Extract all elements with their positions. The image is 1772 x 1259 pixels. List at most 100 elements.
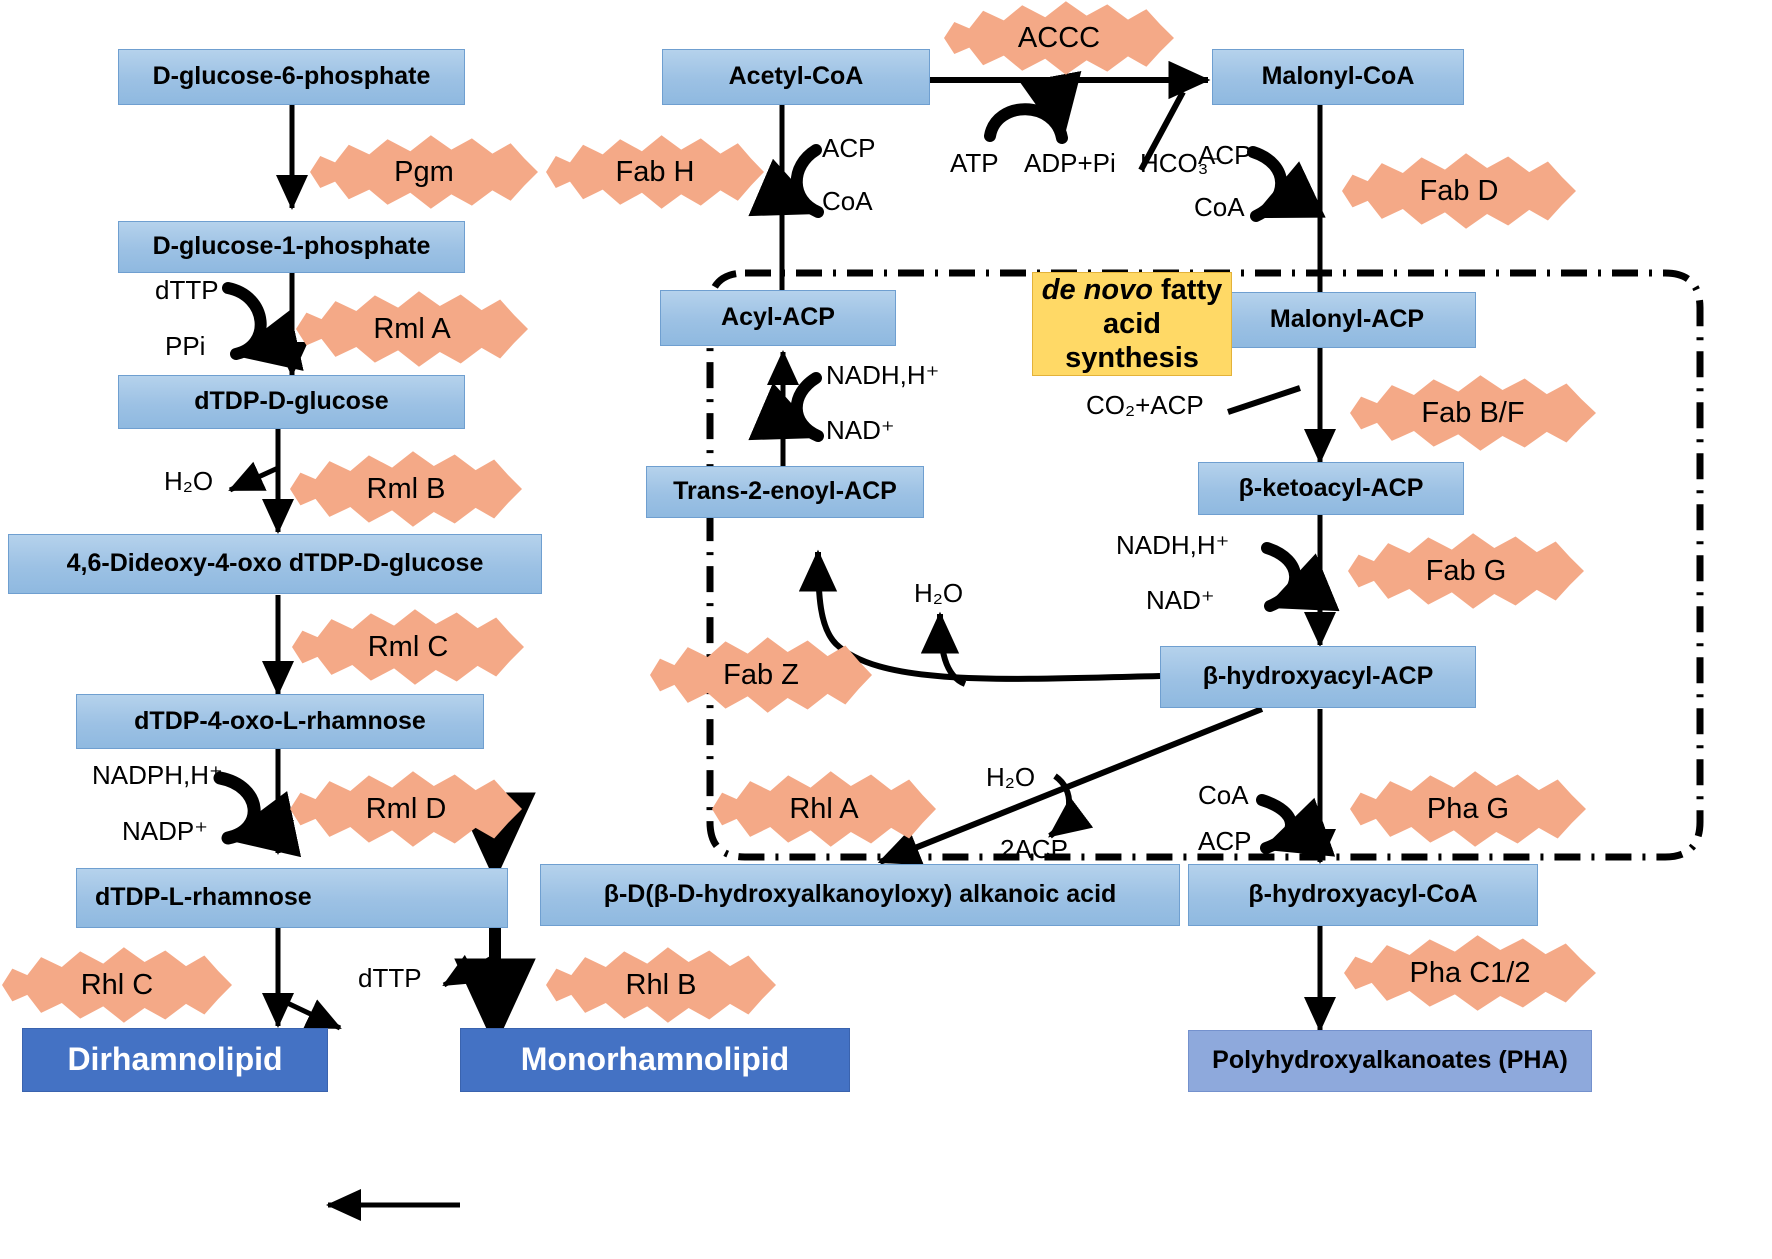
enzyme-label-fab-d: Fab D (1419, 174, 1499, 207)
metabolite-box-beta-hydroxyacyl-coa: β-hydroxyacyl-CoA (1188, 864, 1538, 926)
metabolite-box-beta-hydroxyacyl-acp: β-hydroxyacyl-ACP (1160, 646, 1476, 708)
arrow-release-dttp-rhlb (442, 952, 499, 988)
enzyme-label-fab-h: Fab H (615, 155, 695, 188)
cofactor-label-ppi: PPi (165, 331, 206, 361)
enzyme-label-rml-a: Rml A (373, 312, 451, 345)
cofactor-label-atp: ATP (950, 148, 999, 178)
metabolite-box-g6p: D-glucose-6-phosphate (118, 49, 465, 105)
arrow-rhlc-branch (279, 997, 342, 1031)
metabolite-box-g1p: D-glucose-1-phosphate (118, 221, 465, 273)
metabolite-box-pha: Polyhydroxyalkanoates (PHA) (1188, 1030, 1592, 1092)
cofactor-label-nadh-h-acyl: NADH,H⁺ (826, 360, 940, 390)
metabolite-box-dtdp-4oxo-rhamnose: dTDP-4-oxo-L-rhamnose (76, 694, 484, 749)
cofactor-label-acp-phag: ACP (1198, 826, 1252, 856)
cofactor-label-co2-acp: CO₂+ACP (1086, 390, 1204, 420)
metabolite-label-g1p: D-glucose-1-phosphate (152, 232, 431, 261)
enzyme-burst-pha-c12: Pha C1/2 (1344, 935, 1596, 1011)
metabolite-label-dtdp-d-glucose: dTDP-D-glucose (194, 387, 389, 416)
cofactor-label-adp-pi: ADP+Pi (1024, 148, 1116, 178)
enzyme-burst-fab-d: Fab D (1342, 153, 1576, 229)
enzyme-burst-fab-g: Fab G (1348, 533, 1584, 609)
cofactor-label-h2o-rhla: H₂O (986, 762, 1036, 792)
enzyme-label-rhl-b: Rhl B (625, 968, 697, 1001)
enzyme-label-pgm: Pgm (394, 155, 454, 188)
metabolite-label-pha: Polyhydroxyalkanoates (PHA) (1212, 1046, 1568, 1075)
cofactor-label-nadp-plus: NADP⁺ (122, 816, 208, 846)
cofactor-label-nad-keto: NAD⁺ (1146, 585, 1215, 615)
cofactor-arc-acp-coa-fabh (748, 144, 824, 218)
curve-fabz-to-transenoyl (798, 549, 1161, 682)
metabolite-box-beta-ketoacyl-acp: β-ketoacyl-ACP (1198, 462, 1464, 515)
enzyme-label-accc: ACCC (1017, 21, 1101, 54)
cofactor-label-2acp: 2ACP (1000, 834, 1068, 864)
cofactor-label-h2o-rmlb: H₂O (164, 466, 214, 496)
enzyme-label-rml-d: Rml D (365, 792, 447, 825)
cofactor-arc-nadh-nad-acyl (748, 372, 824, 442)
cofactor-arc-nadph-nadp (213, 771, 302, 858)
enzyme-burst-accc: ACCC (944, 1, 1174, 75)
cofactor-label-coa-phag: CoA (1198, 780, 1249, 810)
enzyme-burst-rml-d: Rml D (290, 771, 522, 847)
metabolite-label-dtdp-l-rhamnose: dTDP-L-rhamnose (95, 883, 312, 912)
enzyme-burst-fab-z: Fab Z (650, 637, 872, 713)
metabolite-label-beta-hydroxyacyl-acp: β-hydroxyacyl-ACP (1202, 662, 1434, 691)
metabolite-label-trans-2-enoyl-acp: Trans-2-enoyl-ACP (673, 477, 897, 506)
enzyme-burst-rml-a: Rml A (296, 291, 528, 367)
metabolite-box-dideoxy: 4,6-Dideoxy-4-oxo dTDP-D-glucose (8, 534, 542, 594)
cofactor-label-h2o-fabz: H₂O (914, 578, 964, 608)
callout-line1-rest: fatty (1152, 273, 1223, 306)
cofactor-label-acp-malonyl: ACP (1198, 140, 1252, 170)
enzyme-burst-fab-b-f: Fab B/F (1350, 375, 1596, 451)
enzyme-label-rhl-a: Rhl A (789, 792, 859, 825)
cofactor-label-nadh-h-keto: NADH,H⁺ (1116, 530, 1230, 560)
enzyme-label-pha-g: Pha G (1426, 792, 1510, 825)
metabolite-box-dtdp-l-rhamnose: dTDP-L-rhamnose (76, 868, 508, 928)
metabolite-label-acetyl-coa: Acetyl-CoA (728, 62, 864, 91)
metabolite-box-hydroxyalkanoyloxy-alkanoic-acid: β-D(β-D-hydroxyalkanoyloxy) alkanoic aci… (540, 864, 1180, 926)
callout-line-2: acid synthesis (1065, 307, 1199, 375)
metabolite-label-acyl-acp: Acyl-ACP (721, 303, 835, 332)
metabolite-label-hydroxyalkanoyloxy-alkanoic-acid: β-D(β-D-hydroxyalkanoyloxy) alkanoic aci… (603, 880, 1117, 909)
metabolite-box-malonyl-acp: Malonyl-ACP (1218, 292, 1476, 348)
cofactor-label-acp-acetyl: ACP (822, 133, 876, 163)
enzyme-label-rhl-c: Rhl C (80, 968, 154, 1001)
metabolite-label-malonyl-acp: Malonyl-ACP (1269, 305, 1425, 334)
enzyme-burst-fab-h: Fab H (546, 135, 764, 209)
enzyme-burst-pgm: Pgm (310, 135, 538, 209)
metabolite-label-dirhamnolipid: Dirhamnolipid (67, 1041, 283, 1078)
arrow-release-h2o-rmlb (228, 461, 280, 493)
enzyme-burst-rhl-a: Rhl A (712, 771, 936, 847)
enzyme-burst-pha-g: Pha G (1350, 771, 1586, 847)
enzyme-burst-rhl-c: Rhl C (2, 947, 232, 1023)
cofactor-arc-coa-acp-phag (1256, 794, 1336, 857)
metabolite-label-dideoxy: 4,6-Dideoxy-4-oxo dTDP-D-glucose (66, 549, 484, 578)
metabolite-box-acetyl-coa: Acetyl-CoA (662, 49, 930, 105)
metabolite-box-dirhamnolipid: Dirhamnolipid (22, 1028, 328, 1092)
cofactor-label-hco3: HCO₃⁻ (1140, 148, 1223, 178)
cofactor-label-dttp-bottom: dTTP (358, 963, 422, 993)
callout-italic-denovo: de novo (1041, 273, 1153, 306)
cofactor-label-coa-malonyl: CoA (1194, 192, 1245, 222)
enzyme-label-fab-b-f: Fab B/F (1421, 396, 1525, 429)
enzyme-burst-rml-c: Rml C (292, 609, 524, 685)
metabolite-label-beta-ketoacyl-acp: β-ketoacyl-ACP (1238, 473, 1424, 502)
metabolite-label-g6p: D-glucose-6-phosphate (152, 62, 431, 91)
cofactor-label-nad-acyl: NAD⁺ (826, 415, 895, 445)
metabolite-label-monorhamnolipid: Monorhamnolipid (520, 1041, 790, 1078)
callout-line-1: de novo fatty (1042, 273, 1222, 307)
cofactor-arc-nadh-nad-fabg (1261, 542, 1340, 612)
enzyme-label-fab-g: Fab G (1425, 554, 1507, 587)
curve-release-h2o-fabz (920, 611, 967, 687)
metabolite-box-acyl-acp: Acyl-ACP (660, 290, 896, 346)
metabolite-box-trans-2-enoyl-acp: Trans-2-enoyl-ACP (646, 466, 924, 518)
cofactor-arc-dttp-ppi (222, 282, 304, 371)
enzyme-burst-rhl-b: Rhl B (546, 947, 776, 1023)
cofactor-label-coa-acetyl: CoA (822, 186, 873, 216)
metabolite-box-malonyl-coa: Malonyl-CoA (1212, 49, 1464, 105)
line-co2-acp-release (1227, 385, 1301, 415)
metabolite-box-monorhamnolipid: Monorhamnolipid (460, 1028, 850, 1092)
metabolite-box-dtdp-d-glucose: dTDP-D-glucose (118, 375, 465, 429)
enzyme-label-rml-c: Rml C (367, 630, 449, 663)
enzyme-label-fab-z: Fab Z (723, 658, 799, 691)
